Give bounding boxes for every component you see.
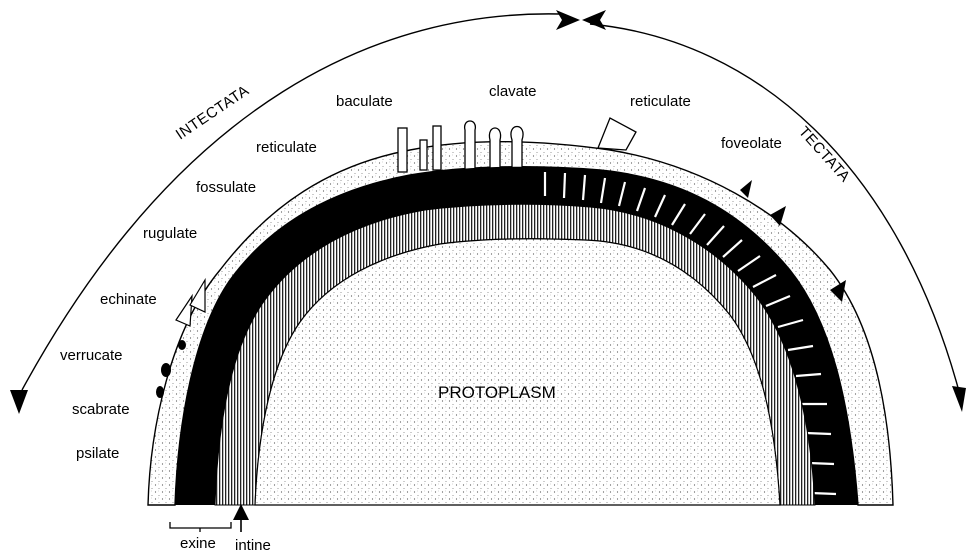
intine-label: intine [235,537,271,554]
bacula-rod [433,126,441,170]
verruca [156,386,164,398]
clava-rod [465,121,476,170]
exine-bracket [170,522,231,532]
intectata-label: INTECTATA [173,82,253,143]
label-rugulate: rugulate [143,225,197,242]
bacula-rod [398,128,407,172]
clava-rod [489,128,500,170]
wall-layer-indicators: exine intine [170,512,271,554]
protoplasm-label: PROTOPLASM [438,383,556,402]
label-verrucate: verrucate [60,347,123,364]
verruca [178,340,186,350]
exine-label: exine [180,535,216,552]
label-reticulate-tectate: reticulate [630,93,691,110]
verruca [161,363,171,377]
tectum-spine [740,180,752,198]
clava-rod [511,127,523,171]
left-arrow-icon [10,390,28,414]
tectata-labels: reticulate foveolate [630,93,782,152]
label-psilate: psilate [76,445,119,462]
label-foveolate: foveolate [721,135,782,152]
bowtie-divider-icon-2 [582,10,606,30]
bowtie-divider-icon [556,10,580,30]
right-arrow-icon [952,386,966,412]
reticulum-tab [598,118,636,150]
bacula-rod [420,140,427,170]
tectata-label: TECTATA [795,123,853,185]
label-baculate: baculate [336,93,393,110]
label-echinate: echinate [100,291,157,308]
label-scabrate: scabrate [72,401,130,418]
label-clavate: clavate [489,83,537,100]
echina-spine [176,296,192,326]
label-fossulate: fossulate [196,179,256,196]
label-reticulate-intectate: reticulate [256,139,317,156]
